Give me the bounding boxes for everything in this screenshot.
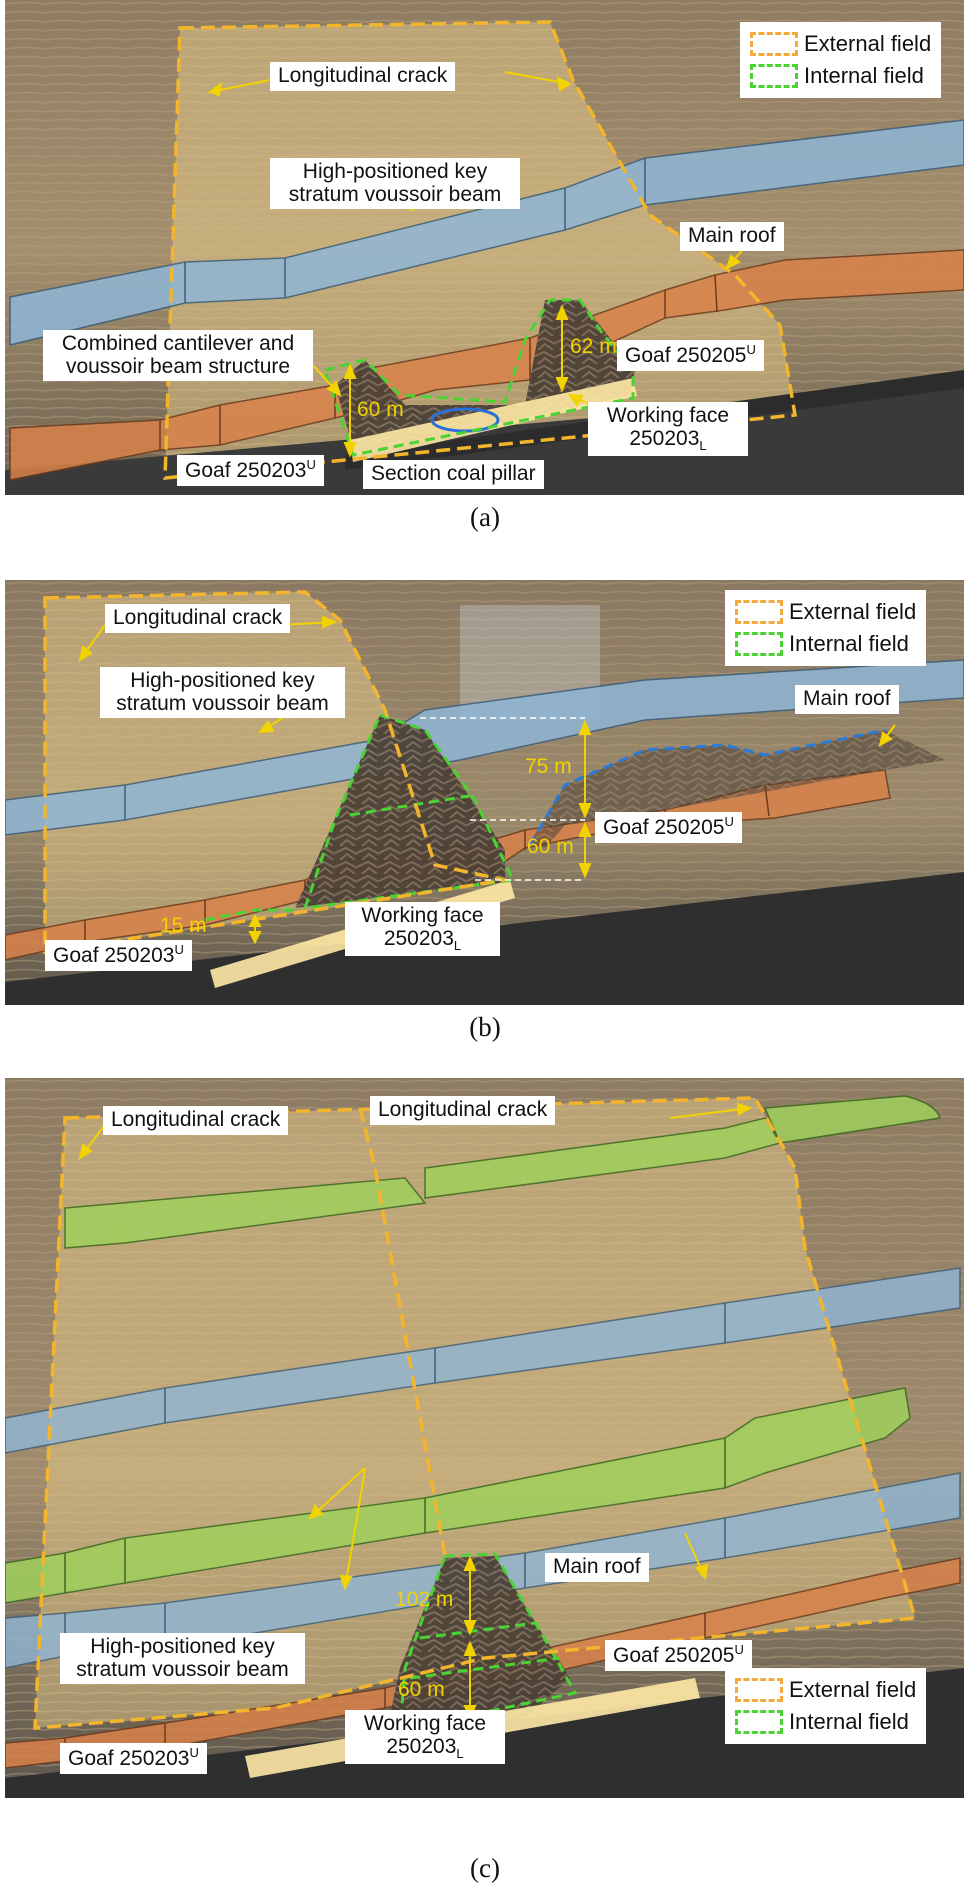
legend-b: External field Internal field xyxy=(725,590,927,666)
label-main-roof: Main roof xyxy=(545,1553,649,1582)
label-goaf-left: Goaf 250203U xyxy=(177,455,324,486)
caved-zone xyxy=(295,715,505,908)
dimension-62m: 62 m xyxy=(570,335,617,358)
label-working-face: Working face 250203L xyxy=(588,402,748,456)
dimension-102m: 102 m xyxy=(395,1588,454,1611)
label-goaf-right: Goaf 250205U xyxy=(617,340,764,371)
label-main-roof: Main roof xyxy=(795,685,899,714)
panel-c-photo xyxy=(5,1078,964,1798)
label-section-coal-pillar: Section coal pillar xyxy=(363,460,544,489)
caption-a: (a) xyxy=(470,502,500,532)
legend-internal-label: Internal field xyxy=(789,631,909,656)
goaf-left-sup: U xyxy=(174,942,184,957)
goaf-right-text: Goaf 250205 xyxy=(603,816,725,839)
goaf-left-sup: U xyxy=(306,457,316,472)
panel-a: Longitudinal crack High-positioned key s… xyxy=(5,0,964,555)
legend-internal-label: Internal field xyxy=(789,1709,909,1734)
legend-external-label: External field xyxy=(789,599,917,624)
internal-field-swatch xyxy=(735,1710,783,1734)
goaf-left-sup: U xyxy=(189,1745,199,1760)
section-coal-pillar xyxy=(350,378,637,462)
label-goaf-right: Goaf 250205U xyxy=(595,812,742,843)
internal-field-swatch xyxy=(735,632,783,656)
internal-field-boundary xyxy=(323,298,635,457)
dimension-60m: 60 m xyxy=(398,1678,445,1701)
legend-external-label: External field xyxy=(789,1677,917,1702)
label-high-key-stratum: High-positioned key stratum voussoir bea… xyxy=(60,1633,305,1685)
legend-internal-row: Internal field xyxy=(735,628,916,660)
goaf-left-text: Goaf 250203 xyxy=(68,1747,190,1770)
working-face-sub: L xyxy=(456,1745,464,1761)
caved-zone xyxy=(335,300,635,455)
label-working-face: Working face 250203L xyxy=(345,902,500,956)
legend-external-label: External field xyxy=(804,31,932,56)
goaf-250205-boundary xyxy=(528,728,886,846)
external-field-swatch xyxy=(750,32,798,56)
caved-zone xyxy=(385,1556,570,1738)
label-goaf-left: Goaf 250203U xyxy=(60,1743,207,1774)
label-longitudinal-crack-right: Longitudinal crack xyxy=(370,1096,556,1125)
goaf-right-sup: U xyxy=(734,1642,744,1657)
dimension-75m: 75 m xyxy=(525,755,572,778)
goaf-right-text: Goaf 250205 xyxy=(613,1644,735,1667)
working-face-text: Working face 250203 xyxy=(361,904,484,950)
goaf-left-text: Goaf 250203 xyxy=(53,944,175,967)
label-goaf-right: Goaf 250205U xyxy=(605,1640,752,1671)
label-goaf-left: Goaf 250203U xyxy=(45,940,192,971)
goaf-left-text: Goaf 250203 xyxy=(185,459,307,482)
external-field-boundary xyxy=(43,590,506,955)
label-working-face: Working face 250203L xyxy=(345,1710,505,1764)
legend-external-row: External field xyxy=(750,28,931,60)
caption-b: (b) xyxy=(469,1012,501,1042)
internal-field-swatch xyxy=(750,64,798,88)
working-face-sub: L xyxy=(453,937,462,953)
working-face-text: Working face 250203 xyxy=(606,404,730,450)
legend-internal-label: Internal field xyxy=(804,63,924,88)
working-face-text: Working face 250203 xyxy=(363,1712,487,1758)
panel-c: Longitudinal crack Longitudinal crack Ma… xyxy=(5,1078,964,1898)
panel-b: Longitudinal crack High-positioned key s… xyxy=(5,580,964,1070)
goaf-right-sup: U xyxy=(724,814,734,829)
label-main-roof: Main roof xyxy=(680,222,784,251)
label-longitudinal-crack: Longitudinal crack xyxy=(270,62,456,91)
legend-internal-row: Internal field xyxy=(735,1706,916,1738)
legend-internal-row: Internal field xyxy=(750,60,931,92)
working-face-sub: L xyxy=(699,437,707,453)
label-high-key-stratum: High-positioned key stratum voussoir bea… xyxy=(270,158,520,210)
legend-a: External field Internal field xyxy=(740,22,942,98)
external-field-area xyxy=(35,1098,915,1728)
upper-stratum-beam xyxy=(5,1387,911,1604)
label-longitudinal-crack: Longitudinal crack xyxy=(105,604,291,633)
legend-external-row: External field xyxy=(735,596,916,628)
dimension-60m: 60 m xyxy=(527,835,574,858)
goaf-right-text: Goaf 250205 xyxy=(625,344,747,367)
dimension-15m: 15 m xyxy=(160,914,207,937)
internal-field-boundary xyxy=(398,1552,578,1732)
external-field-swatch xyxy=(735,600,783,624)
external-field-boundary xyxy=(163,20,798,480)
goaf-right-sup: U xyxy=(746,342,756,357)
legend-c: External field Internal field xyxy=(725,1668,927,1744)
legend-external-row: External field xyxy=(735,1674,916,1706)
label-longitudinal-crack-left: Longitudinal crack xyxy=(103,1106,289,1135)
dimension-60m: 60 m xyxy=(357,398,404,421)
caption-c: (c) xyxy=(470,1853,500,1883)
label-combined-structure: Combined cantilever and voussoir beam st… xyxy=(43,330,313,382)
external-field-boundary xyxy=(33,1096,918,1730)
label-high-key-stratum: High-positioned key stratum voussoir bea… xyxy=(100,667,345,719)
external-field-swatch xyxy=(735,1678,783,1702)
